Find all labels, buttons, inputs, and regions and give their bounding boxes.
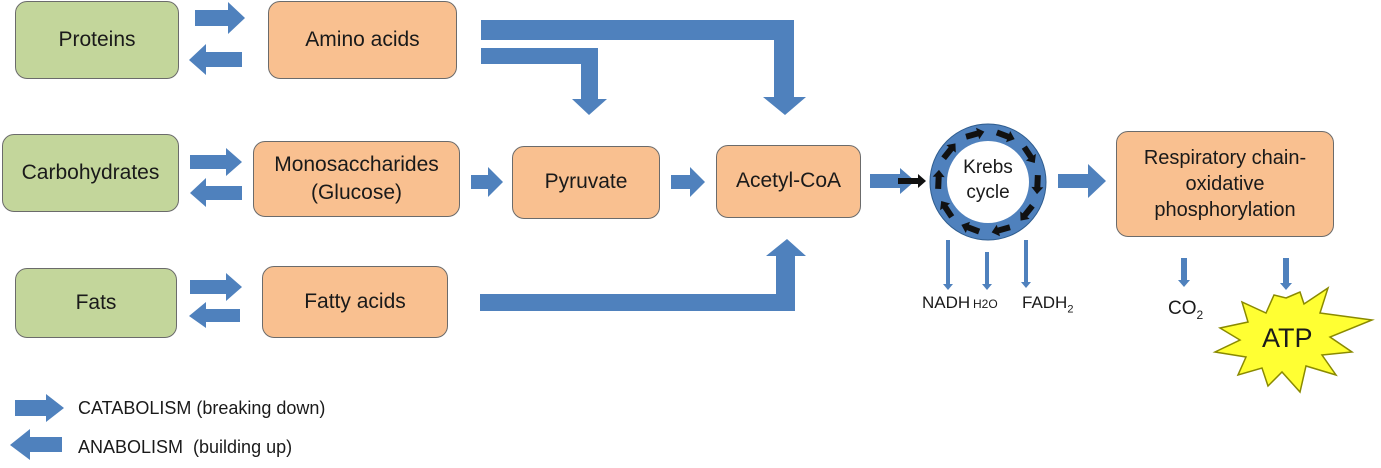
arrow-amino-acids-to-acetyl-coa [481,20,806,115]
carbohydrates-box: Carbohydrates [2,134,179,212]
krebs-cycle-label: Krebs cycle [950,156,1026,205]
amino-acids-box: Amino acids [268,1,457,79]
acetyl-coa-label: Acetyl-CoA [735,169,842,193]
arrow-to-h2o [982,252,992,290]
krebs-entry-arrow [898,174,926,188]
krebs-cycle-arrow-marker [961,221,981,235]
atp-label: ATP [1262,323,1313,353]
fatty-acids-label: Fatty acids [304,289,406,313]
acetyl-coa-box: Acetyl-CoA [716,145,861,218]
krebs-label-line1: Krebs [963,157,1013,178]
fatty-acids-box: Fatty acids [262,266,448,338]
arrow-glucose-to-pyruvate [471,167,503,197]
arrow-pyruvate-to-acetyl-coa [671,167,705,197]
pyruvate-box: Pyruvate [512,146,660,219]
arrow-to-fadh2 [1021,240,1031,288]
krebs-cycle-arrow-marker [941,143,956,161]
respiratory-label-line3: phosphorylation [1154,199,1296,221]
arrow-fatty-acids-to-acetyl-coa [480,239,806,311]
respiratory-label-line2: oxidative [1185,173,1265,195]
catabolism-arrow-carbohydrates [190,148,242,176]
fats-box: Fats [15,268,177,338]
arrow-amino-acids-to-pyruvate [481,48,607,115]
amino-acids-label: Amino acids [305,27,420,51]
co2-base: CO [1168,298,1197,319]
respiratory-label-line1: Respiratory chain- [1143,147,1307,169]
krebs-cycle-arrow-marker [965,127,985,140]
monosaccharides-label: Monosaccharides [274,152,439,176]
arrow-to-co2 [1178,258,1190,287]
krebs-cycle-arrow-marker [1021,145,1036,163]
krebs-cycle-arrow-marker [940,201,955,219]
legend-catabolism-label: CATABOLISM (breaking down) [78,398,326,418]
anabolism-arrow-carbohydrates [190,178,242,207]
respiratory-chain-box: Respiratory chain- oxidative phosphoryla… [1116,131,1334,237]
proteins-label: Proteins [58,27,136,51]
carbohydrates-label: Carbohydrates [21,160,160,184]
krebs-cycle-center [947,141,1029,223]
h2o-label: H2O [973,297,998,311]
co2-label: CO2 [1168,298,1203,322]
catabolism-arrow-proteins [195,2,245,34]
fadh2-label: FADH2 [1022,293,1073,315]
krebs-label-line2: cycle [966,181,1010,203]
arrow-to-nadh [943,240,953,290]
legend-anabolism-label: ANABOLISM (building up) [78,437,293,457]
fadh2-base: FADH [1022,293,1068,312]
co2-subscript: 2 [1196,307,1204,322]
atp-burst-icon [1212,286,1375,394]
krebs-cycle-arrow-marker [991,224,1011,237]
legend-anabolism-arrow [10,429,62,460]
arrow-krebs-to-respiratory [1058,164,1106,198]
legend-catabolism-arrow [15,394,64,422]
arrow-acetyl-coa-to-krebs [870,168,915,194]
arrow-to-atp [1280,258,1292,290]
krebs-cycle-arrow-marker [1031,174,1044,195]
fats-label: Fats [75,290,117,314]
catabolism-arrow-fats [190,273,242,301]
krebs-cycle-arrow-marker [995,129,1015,143]
fadh2-subscript: 2 [1067,303,1074,316]
glucose-label: (Glucose) [310,181,403,204]
krebs-cycle-arrow-marker [1020,203,1035,221]
pyruvate-label: Pyruvate [544,170,628,194]
anabolism-arrow-proteins [189,44,242,75]
proteins-box: Proteins [15,1,179,79]
krebs-cycle-arrow-marker [932,169,945,190]
nadh-label: NADH [922,293,971,312]
anabolism-arrow-fats [189,302,240,328]
monosaccharides-box: Monosaccharides (Glucose) [253,141,460,217]
